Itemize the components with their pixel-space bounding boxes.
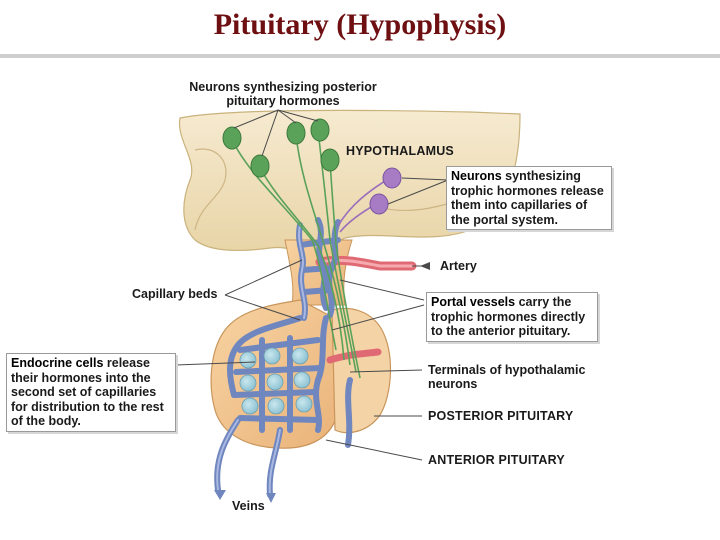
trophic-neurons-callout: Neurons synthesizing trophic hormones re…: [446, 166, 612, 230]
callout-bold: Neurons: [451, 169, 502, 183]
veins-arrowhead: [266, 493, 276, 503]
callout-bold: Endocrine cells: [11, 356, 104, 370]
terminals-label: Terminals of hypothalamic neurons: [428, 363, 586, 391]
posterior-pituitary-label: POSTERIOR PITUITARY: [428, 409, 574, 423]
callout-text: carry the trophic hormones directly to t…: [431, 295, 586, 338]
title-divider: [0, 54, 720, 58]
hypothalamus-fold: [194, 148, 227, 231]
callout-text: synthesizing trophic hormones release th…: [451, 169, 604, 227]
leader-lines: [175, 109, 449, 461]
veins-arrowhead: [214, 490, 226, 500]
endocrine-cells-callout: Endocrine cells release their hormones i…: [6, 353, 176, 432]
callout-bold: Portal vessels: [431, 295, 516, 309]
trophic-neuron-bodies: [369, 167, 402, 215]
slide-title: Pituitary (Hypophysis): [213, 8, 507, 41]
hypothalamus-label: HYPOTHALAMUS: [346, 144, 454, 158]
posterior-neuron-bodies: [222, 118, 340, 178]
portal-vessels-callout: Portal vessels carry the trophic hormone…: [426, 292, 598, 342]
artery-arrowhead: [420, 262, 430, 270]
endocrine-cells: [239, 347, 313, 415]
artery-label: Artery: [440, 259, 477, 273]
capillary-beds-label: Capillary beds: [132, 287, 218, 301]
artery-vessel: [318, 258, 414, 268]
anterior-pituitary-label: ANTERIOR PITUITARY: [428, 453, 565, 467]
callout-text: release their hormones into the second s…: [11, 356, 164, 428]
veins-label: Veins: [232, 499, 265, 513]
neurons-posterior-label: Neurons synthesizing posterior pituitary…: [189, 80, 377, 108]
portal-capillary-highlight: [216, 224, 306, 496]
